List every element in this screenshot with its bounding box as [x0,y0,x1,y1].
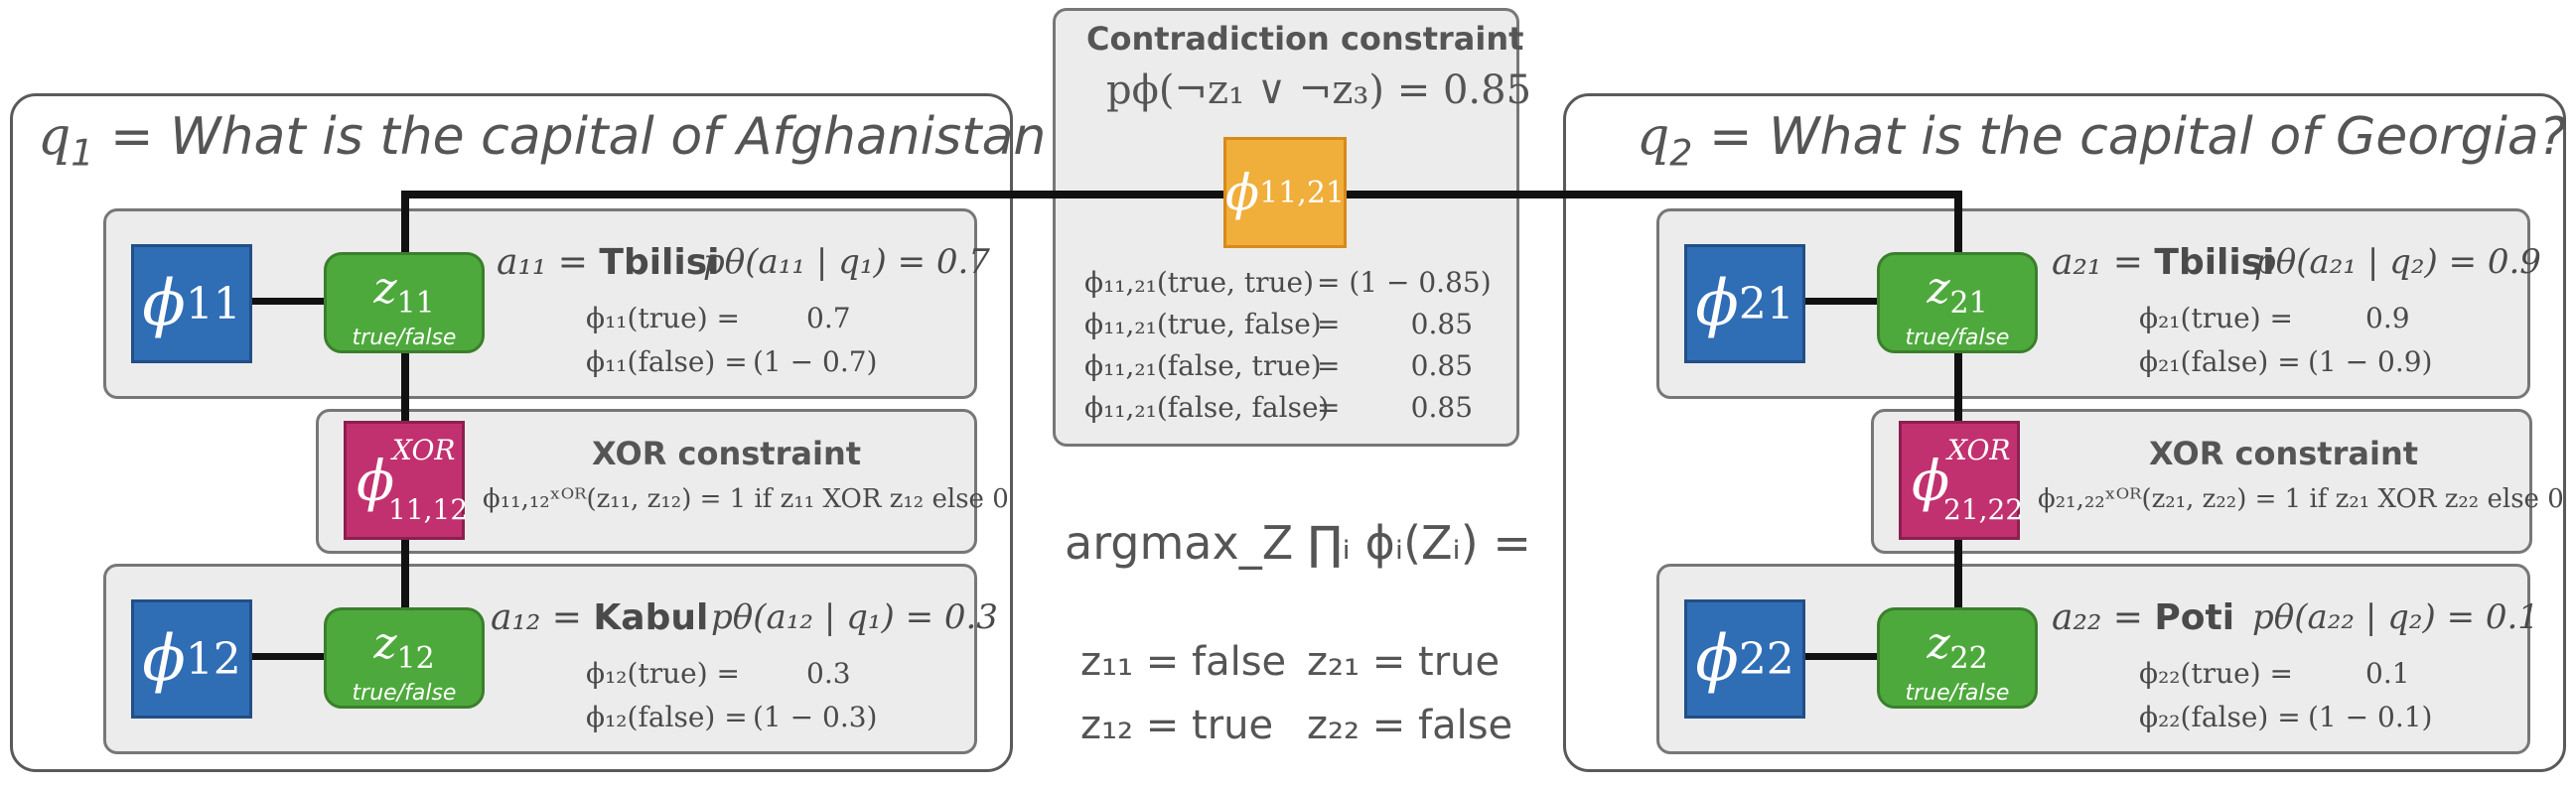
contradiction-row-3-val: = 0.85 [1317,349,1474,382]
right-answer-1-box [1656,208,2530,399]
left-answer-1-row-1-arg: ϕ₁₁(true) = [586,302,740,334]
xor-factor-node-left: ϕ XOR 11,12 [344,421,468,540]
left-answer-2-row-2-val: (1 − 0.3) [753,701,878,733]
right-answer-1-row-2-val: (1 − 0.9) [2308,345,2433,378]
right-answer-2-prob: pθ(a₂₂ | q₂) = 0.1 [2252,597,2539,637]
left-phi11-link [248,298,328,305]
contradiction-row-4-arg: ϕ₁₁,₂₁(false, false) [1084,391,1330,424]
argmax-z11: z₁₁ = false [1080,639,1287,685]
left-answer-1-prob: pθ(a₁₁ | q₁) = 0.7 [703,242,990,282]
left-answer-2-label: a₁₂ = Kabul [491,597,709,638]
right-answer-1-label: a₂₁ = Tbilisi [2052,242,2275,283]
left-answer-2-row-1-val: 0.3 [806,657,851,690]
contradiction-row-4-val: = 0.85 [1317,391,1474,424]
left-phi12-link [248,653,328,660]
right-xor-formula: ϕ₂₁,₂₂ˣᴼᴿ(z₂₁, z₂₂) = 1 if z₂₁ XOR z₂₂ e… [2038,484,2564,514]
right-answer-2-row-2-val: (1 − 0.1) [2308,701,2433,733]
left-answer-2-row-1-arg: ϕ₁₂(true) = [586,657,740,690]
contradiction-row-1-arg: ϕ₁₁,₂₁(true, true) [1084,266,1315,299]
right-vertical-line [1954,191,1962,647]
left-xor-formula: ϕ₁₁,₁₂ˣᴼᴿ(z₁₁, z₁₂) = 1 if z₁₁ XOR z₁₂ e… [483,484,1009,514]
right-answer-2-row-1-arg: ϕ₂₂(true) = [2139,657,2293,690]
contradiction-row-3-arg: ϕ₁₁,₂₁(false, true) [1084,349,1322,382]
argmax-z22: z₂₂ = false [1307,703,1513,748]
left-answer-1-row-1-val: 0.7 [806,302,851,334]
right-answer-1-row-1-arg: ϕ₂₁(true) = [2139,302,2293,334]
right-xor-title: XOR constraint [2149,435,2419,472]
argmax-formula: argmax_Z ∏ᵢ ϕᵢ(Zᵢ) = [1065,516,1531,570]
right-answer-2-row-1-val: 0.1 [2365,657,2410,690]
right-phi21-link [1801,298,1881,305]
variable-node-z22: z22 true/false [1877,607,2038,709]
left-answer-1-label: a₁₁ = Tbilisi [497,242,720,283]
right-phi22-link [1801,653,1881,660]
contradiction-title: Contradiction constraint [1086,20,1524,58]
right-answer-1-row-2-arg: ϕ₂₁(false) = [2139,345,2301,378]
left-vertical-line [401,191,409,647]
right-answer-1-row-1-val: 0.9 [2365,302,2410,334]
argmax-z12: z₁₂ = true [1080,703,1274,748]
contradiction-top-line [401,191,1962,198]
left-answer-2-prob: pθ(a₁₂ | q₁) = 0.3 [711,597,998,637]
variable-node-z12: z12 true/false [324,607,485,709]
left-answer-1-row-2-arg: ϕ₁₁(false) = [586,345,748,378]
contradiction-formula: pϕ(¬z₁ ∨ ¬z₃) = 0.85 [1106,67,1532,113]
right-answer-1-prob: pθ(a₂₁ | q₂) = 0.9 [2254,242,2541,282]
right-answer-2-label: a₂₂ = Poti [2052,597,2235,638]
xor-factor-node-right: ϕ XOR 21,22 [1899,421,2023,540]
question-2-title: q2 = What is the capital of Georgia? [1637,107,2567,175]
left-answer-2-row-2-arg: ϕ₁₂(false) = [586,701,748,733]
question-1-title: q1 = What is the capital of Afghanistan? [38,107,1073,175]
variable-node-z21: z21 true/false [1877,252,2038,353]
contradiction-row-2-arg: ϕ₁₁,₂₁(true, false) [1084,308,1322,340]
left-answer-1-row-2-val: (1 − 0.7) [753,345,878,378]
right-answer-2-row-2-arg: ϕ₂₂(false) = [2139,701,2301,733]
variable-node-z11: z11 true/false [324,252,485,353]
contradiction-row-1-val: = (1 − 0.85) [1317,266,1492,299]
contradiction-row-2-val: = 0.85 [1317,308,1474,340]
argmax-z21: z₂₁ = true [1307,639,1501,685]
left-xor-title: XOR constraint [592,435,862,472]
